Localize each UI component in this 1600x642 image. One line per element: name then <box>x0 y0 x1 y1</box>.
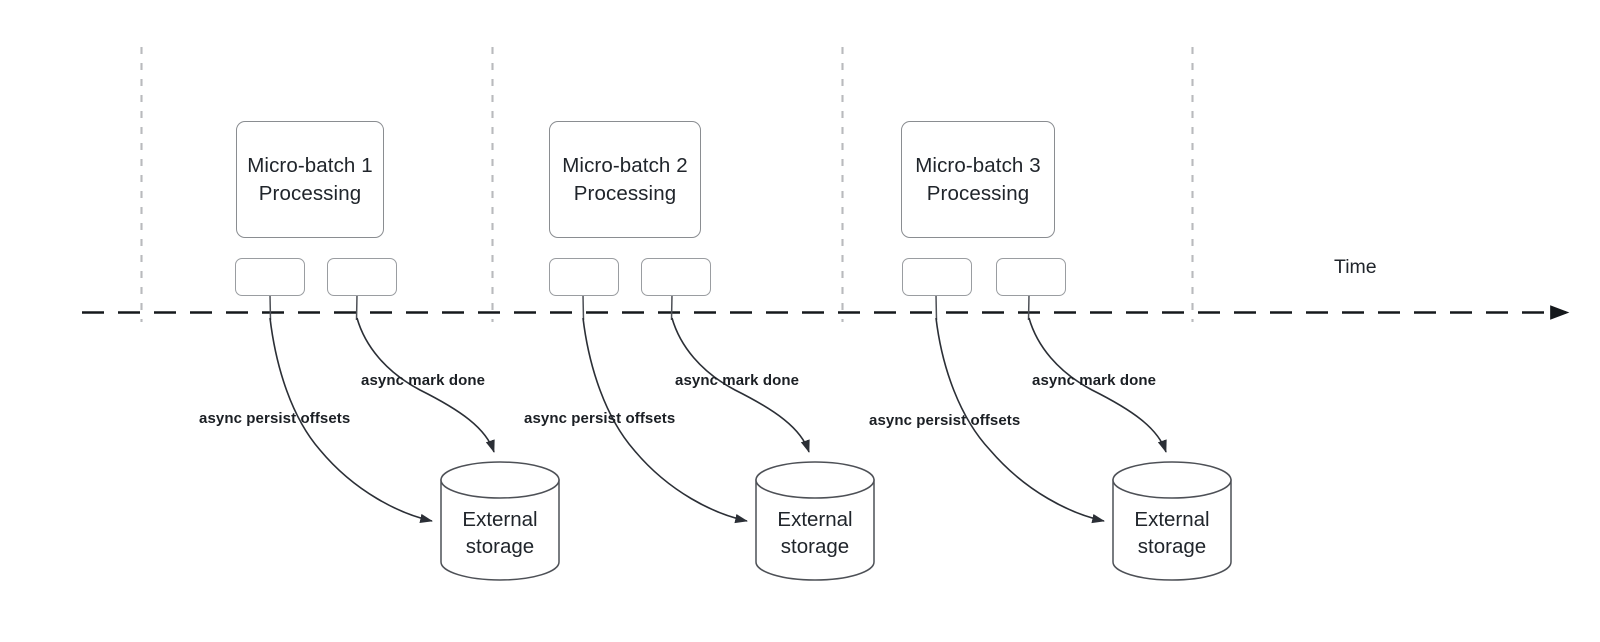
batch-3-task-b-box[interactable] <box>996 258 1066 296</box>
batch-2-task-a-box[interactable] <box>549 258 619 296</box>
storage-2-label: External storage <box>777 508 853 559</box>
batch-3-persist-label: async persist offsets <box>869 412 1021 429</box>
storage-3-label: External storage <box>1134 508 1210 559</box>
storage-3 <box>1112 461 1232 581</box>
batch-1-mark-label: async mark done <box>361 372 486 389</box>
batch-box-3[interactable]: Micro-batch 3 Processing <box>901 121 1055 238</box>
storage-2 <box>755 461 875 581</box>
storage-1 <box>440 461 560 581</box>
batch-1-task-a-box[interactable] <box>235 258 305 296</box>
batch-2-mark-label: async mark done <box>675 372 800 389</box>
batch-1-task-b-box[interactable] <box>327 258 397 296</box>
batch-1-persist-label: async persist offsets <box>199 410 351 427</box>
task-connector-stubs <box>269 294 1030 321</box>
batch-2-persist-label: async persist offsets <box>524 410 676 427</box>
batch-3-task-a-box[interactable] <box>902 258 972 296</box>
batch-box-2[interactable]: Micro-batch 2 Processing <box>549 121 701 238</box>
storage-1-label: External storage <box>462 508 538 559</box>
batch-box-1[interactable]: Micro-batch 1 Processing <box>236 121 384 238</box>
batch-3-mark-label: async mark done <box>1032 372 1157 389</box>
time-axis-label: Time <box>1334 256 1377 278</box>
batch-2-task-b-box[interactable] <box>641 258 711 296</box>
